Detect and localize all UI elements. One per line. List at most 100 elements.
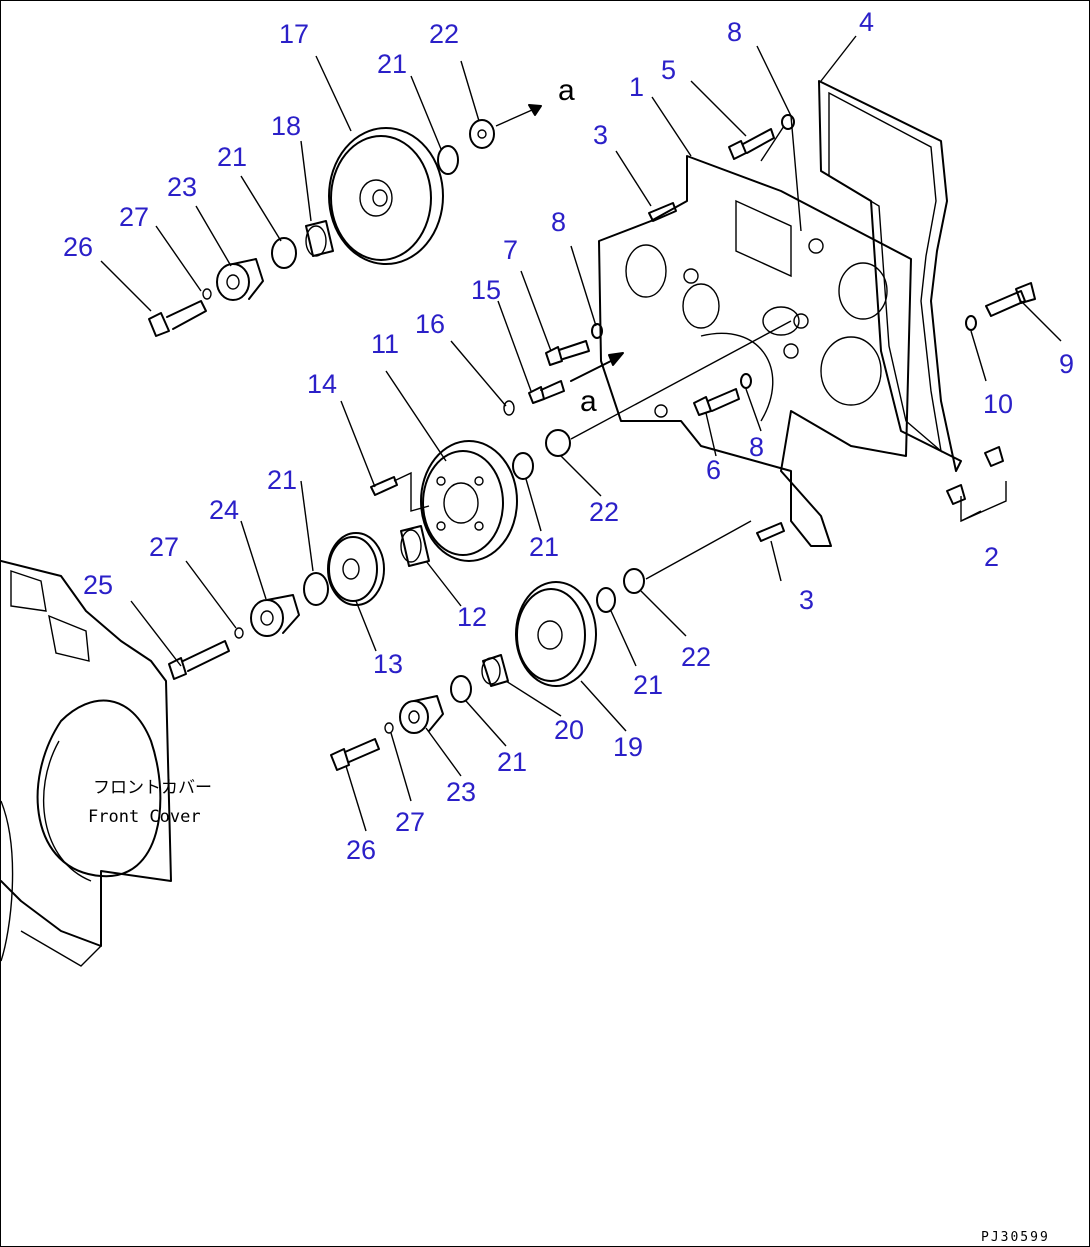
callout-24: 24: [209, 495, 239, 525]
snap-ring-part-16: [503, 400, 515, 416]
front-cover-label-en: Front Cover: [88, 807, 201, 827]
arrow-head-middle: [608, 352, 624, 366]
bushing-part-18: [305, 220, 334, 257]
leader-22-mid: [570, 320, 792, 440]
callout-5: 5: [661, 55, 676, 85]
bolt-part-5: [728, 128, 775, 160]
washer-part-22-mid: [545, 429, 571, 457]
connector-mark-a-middle: a: [580, 385, 597, 418]
washer-part-8-mid: [591, 323, 603, 339]
thrust-washer-part-21-top: [271, 237, 297, 269]
washer-part-8-low: [740, 373, 752, 389]
callout-8-mid: 8: [551, 207, 566, 237]
callout-9: 9: [1059, 349, 1074, 379]
shaft-part-23-bottom: [399, 695, 444, 734]
callout-21-lower-left: 21: [267, 465, 297, 495]
washer-part-8-top: [781, 114, 795, 130]
callout-6: 6: [706, 455, 721, 485]
bolt-part-15: [528, 380, 565, 404]
washer-part-22-upper: [469, 119, 495, 149]
gear-part-17: [328, 127, 444, 265]
washer-part-27-top: [202, 288, 212, 300]
dowel-part-14: [370, 476, 398, 496]
idler-gear-part-11: [420, 440, 518, 562]
washer-part-27-bottom: [384, 722, 394, 734]
dowel-pin-part-3-lower: [756, 522, 785, 542]
dowel-pin-part-3-upper: [648, 202, 677, 222]
washer-part-21-bottom: [450, 675, 472, 703]
callout-26-top: 26: [63, 232, 93, 262]
shaft-part-23-top: [216, 258, 264, 301]
gear-part-13: [327, 532, 385, 606]
callout-27-mid: 27: [149, 532, 179, 562]
callout-22-lower: 22: [681, 642, 711, 672]
callout-27-bottom: 27: [395, 807, 425, 837]
callout-21-lower-right: 21: [633, 670, 663, 700]
washer-part-21-lower-right: [596, 587, 616, 613]
bolt-part-25: [168, 640, 230, 680]
callout-4: 4: [859, 7, 874, 37]
washer-part-22-lower: [623, 568, 645, 594]
callout-8-top: 8: [727, 17, 742, 47]
callout-3-upper: 3: [593, 120, 608, 150]
gear-part-19: [515, 581, 597, 687]
shaft-part-24: [250, 594, 300, 637]
callout-21-bottom: 21: [497, 747, 527, 777]
callout-15: 15: [471, 275, 501, 305]
callout-numbers: 1 2 3 3 4 5 6 7 8 8 8 9 10 11 12 13 14 1…: [63, 7, 1074, 865]
gasket-part-4: [818, 80, 962, 472]
leader-22-lower: [645, 520, 752, 580]
callout-23-bottom: 23: [446, 777, 476, 807]
drawing-code: PJ30599: [981, 1230, 1050, 1245]
plug-part-2-b: [946, 484, 966, 505]
callout-11: 11: [371, 329, 399, 359]
leader-14: [393, 471, 430, 512]
bolt-part-6: [693, 388, 740, 416]
callout-3-lower: 3: [799, 585, 814, 615]
callout-16: 16: [415, 309, 445, 339]
callout-7: 7: [503, 235, 518, 265]
plug-part-2-a: [984, 446, 1004, 467]
callout-22-upper: 22: [429, 19, 459, 49]
washer-part-27-mid: [234, 627, 244, 639]
callout-1: 1: [629, 72, 644, 102]
callout-21-mid: 21: [529, 532, 559, 562]
washer-part-21-upper: [437, 145, 459, 175]
callout-19: 19: [613, 732, 643, 762]
callout-17: 17: [279, 19, 309, 49]
callout-13: 13: [373, 649, 403, 679]
callout-22-mid: 22: [589, 497, 619, 527]
callout-10: 10: [983, 389, 1013, 419]
callout-26-bottom: 26: [346, 835, 376, 865]
callout-8-low: 8: [749, 432, 764, 462]
arrow-to-a-middle: [570, 360, 612, 382]
bushing-part-12: [400, 525, 430, 567]
callout-12: 12: [457, 602, 487, 632]
washer-part-21-lower-left: [303, 572, 329, 606]
callout-21-upper: 21: [377, 49, 407, 79]
callout-23-top: 23: [167, 172, 197, 202]
arrow-head-top: [528, 104, 542, 116]
washer-22-hole: [477, 129, 487, 139]
bolt-part-26-bottom: [330, 738, 380, 771]
callout-18: 18: [271, 111, 301, 141]
connector-mark-a-top: a: [558, 74, 575, 107]
bolt-part-7: [545, 340, 590, 366]
bolt-part-26-top: [148, 300, 207, 337]
timing-gear-case-part-1: [598, 155, 912, 547]
front-cover-part: [1, 560, 172, 967]
washer-part-10: [965, 315, 977, 331]
plug-bracket: [960, 481, 1007, 523]
callout-25: 25: [83, 570, 113, 600]
callout-21-left: 21: [217, 142, 247, 172]
callout-27-top: 27: [119, 202, 149, 232]
callout-20: 20: [554, 715, 584, 745]
washer-part-21-mid: [512, 452, 534, 480]
leader-lines: [100, 35, 1062, 832]
callout-2: 2: [984, 542, 999, 572]
callout-14: 14: [307, 369, 337, 399]
bolt-part-9: [985, 282, 1036, 317]
front-cover-label-jp: フロントカバー: [93, 778, 212, 798]
